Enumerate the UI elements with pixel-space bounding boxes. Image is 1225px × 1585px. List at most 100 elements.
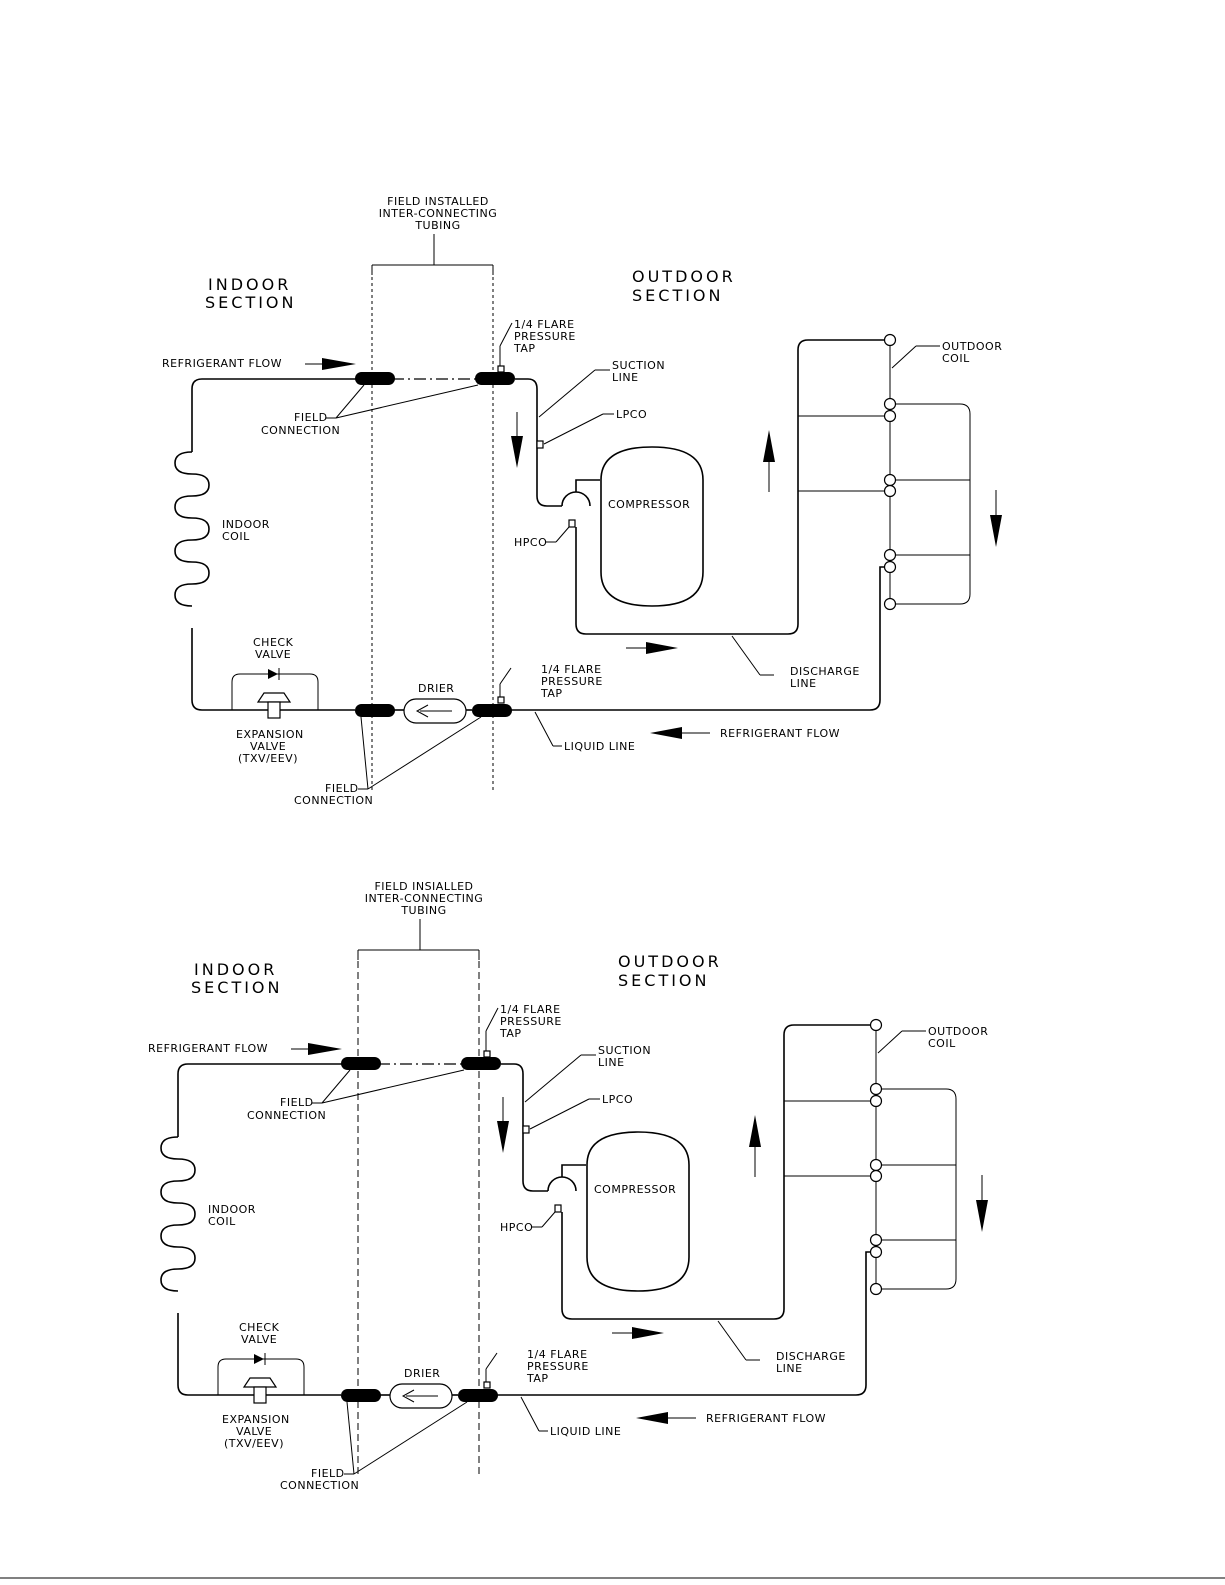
- compressor-label: COMPRESSOR: [594, 1183, 676, 1196]
- drier-label: DRIER: [418, 682, 454, 695]
- hpco-switch-icon: [554, 1204, 562, 1213]
- check-valve-line1: CHECK: [239, 1321, 280, 1334]
- outdoor-coil-line2: COIL: [928, 1037, 956, 1050]
- flow-arrow-top: [308, 1043, 342, 1055]
- suction-line-line2: LINE: [598, 1056, 625, 1069]
- refrigerant-schematic-bottom: FIELD INSIALLED INTER-CONNECTING TUBING …: [148, 880, 988, 1492]
- compressor-icon: [586, 1131, 690, 1292]
- flow-arrow-top: [322, 358, 356, 370]
- lpco-switch-icon: [536, 440, 544, 449]
- refrigerant-flow-bottom: REFRIGERANT FLOW: [706, 1412, 826, 1425]
- refrigerant-schematic-top: FIELD INSTALLED INTER-CONNECTING TUBING …: [162, 195, 1002, 807]
- suction-line-line2: LINE: [612, 371, 639, 384]
- flow-arrow-down-suction: [497, 1121, 509, 1153]
- field-connection-liquid-outdoor: [472, 704, 512, 717]
- hpco-switch-icon: [568, 519, 576, 528]
- flow-arrow-discharge: [632, 1327, 664, 1339]
- field-installed-line1: FIELD INSTALLED: [387, 195, 489, 208]
- check-valve-line2: VALVE: [241, 1333, 277, 1346]
- discharge-line-line1: DISCHARGE: [790, 665, 860, 678]
- refrigerant-flow-top: REFRIGERANT FLOW: [162, 357, 282, 370]
- flare-tap-top-line3: TAP: [513, 342, 536, 355]
- field-connection-top-line1: FIELD: [294, 411, 328, 424]
- field-connection-bottom-line2: CONNECTION: [294, 794, 373, 807]
- field-installed-line3: TUBING: [400, 904, 446, 917]
- drier-label: DRIER: [404, 1367, 440, 1380]
- indoor-coil-icon: [160, 1136, 196, 1292]
- flare-tap-bottom-line2: PRESSURE: [541, 675, 603, 688]
- field-installed-line1: FIELD INSIALLED: [374, 880, 473, 893]
- field-connection-top-line2: CONNECTION: [247, 1109, 326, 1122]
- flare-tap-top-icon: [497, 365, 505, 373]
- expansion-valve-line1: EXPANSION: [236, 728, 304, 741]
- expansion-valve-line1: EXPANSION: [222, 1413, 290, 1426]
- discharge-line-line2: LINE: [790, 677, 817, 690]
- flare-tap-bottom-line3: TAP: [540, 687, 563, 700]
- field-connection-liquid-outdoor: [458, 1389, 498, 1402]
- indoor-section-line1: INDOOR: [194, 960, 277, 979]
- field-connection-bottom-line2: CONNECTION: [280, 1479, 359, 1492]
- liquid-line-label: LIQUID LINE: [564, 740, 635, 753]
- flow-arrow-up-outdoor: [749, 1115, 761, 1147]
- flare-tap-top-line2: PRESSURE: [514, 330, 576, 343]
- suction-line-line1: SUCTION: [612, 359, 665, 372]
- outdoor-coil-line2: COIL: [942, 352, 970, 365]
- flare-tap-bottom-line1: 1/4 FLARE: [541, 663, 602, 676]
- indoor-coil-icon: [174, 451, 210, 607]
- compressor-label: COMPRESSOR: [608, 498, 690, 511]
- outdoor-coil-icon: [883, 333, 897, 611]
- outdoor-section-line1: OUTDOOR: [618, 952, 722, 971]
- liquid-line-label: LIQUID LINE: [550, 1425, 621, 1438]
- indoor-coil-line2: COIL: [222, 530, 250, 543]
- flow-arrow-up-outdoor: [763, 430, 775, 462]
- indoor-section-line1: INDOOR: [208, 275, 291, 294]
- check-valve-icon: [268, 669, 278, 679]
- flare-tap-bottom-line1: 1/4 FLARE: [527, 1348, 588, 1361]
- compressor-icon: [600, 446, 704, 607]
- indoor-coil-line1: INDOOR: [208, 1203, 256, 1216]
- field-installed-line3: TUBING: [414, 219, 460, 232]
- outdoor-section-line1: OUTDOOR: [632, 267, 736, 286]
- flow-arrow-liquid: [636, 1412, 668, 1424]
- lpco-switch-icon: [522, 1125, 530, 1134]
- flow-arrow-discharge: [646, 642, 678, 654]
- outdoor-section-line2: SECTION: [632, 286, 724, 305]
- check-valve-line1: CHECK: [253, 636, 294, 649]
- hpco-label: HPCO: [514, 536, 547, 549]
- refrigerant-flow-top: REFRIGERANT FLOW: [148, 1042, 268, 1055]
- field-installed-line2: INTER-CONNECTING: [365, 892, 483, 905]
- expansion-valve-icon: [242, 1377, 278, 1388]
- flow-arrow-liquid: [650, 727, 682, 739]
- indoor-section-line2: SECTION: [191, 978, 283, 997]
- check-valve-icon: [254, 1354, 264, 1364]
- flare-tap-bottom-line2: PRESSURE: [527, 1360, 589, 1373]
- field-connection-liquid-indoor: [341, 1389, 381, 1402]
- field-connection-suction-indoor: [341, 1057, 381, 1070]
- field-connection-suction-outdoor: [461, 1057, 501, 1070]
- outdoor-coil-icon: [869, 1018, 883, 1296]
- outdoor-section-line2: SECTION: [618, 971, 710, 990]
- indoor-coil-line1: INDOOR: [222, 518, 270, 531]
- suction-crossover-icon: [561, 491, 591, 507]
- field-connection-suction-outdoor: [475, 372, 515, 385]
- discharge-line-line1: DISCHARGE: [776, 1350, 846, 1363]
- field-connection-suction-indoor: [355, 372, 395, 385]
- flare-tap-bottom-line3: TAP: [526, 1372, 549, 1385]
- hpco-label: HPCO: [500, 1221, 533, 1234]
- check-valve-line2: VALVE: [255, 648, 291, 661]
- field-installed-line2: INTER-CONNECTING: [379, 207, 497, 220]
- flow-arrow-down-suction: [511, 436, 523, 468]
- lpco-label: LPCO: [616, 408, 647, 421]
- outdoor-coil-line1: OUTDOOR: [942, 340, 1002, 353]
- flow-arrow-down-outdoor: [976, 1200, 988, 1232]
- flare-tap-top-line1: 1/4 FLARE: [514, 318, 575, 331]
- flow-arrow-down-outdoor: [990, 515, 1002, 547]
- expansion-valve-icon: [256, 692, 292, 703]
- expansion-valve-line2: VALVE: [250, 740, 286, 753]
- flare-tap-top-line2: PRESSURE: [500, 1015, 562, 1028]
- field-connection-top-line1: FIELD: [280, 1096, 314, 1109]
- expansion-valve-line2: VALVE: [236, 1425, 272, 1438]
- field-connection-top-line2: CONNECTION: [261, 424, 340, 437]
- field-connection-bottom-line1: FIELD: [311, 1467, 345, 1480]
